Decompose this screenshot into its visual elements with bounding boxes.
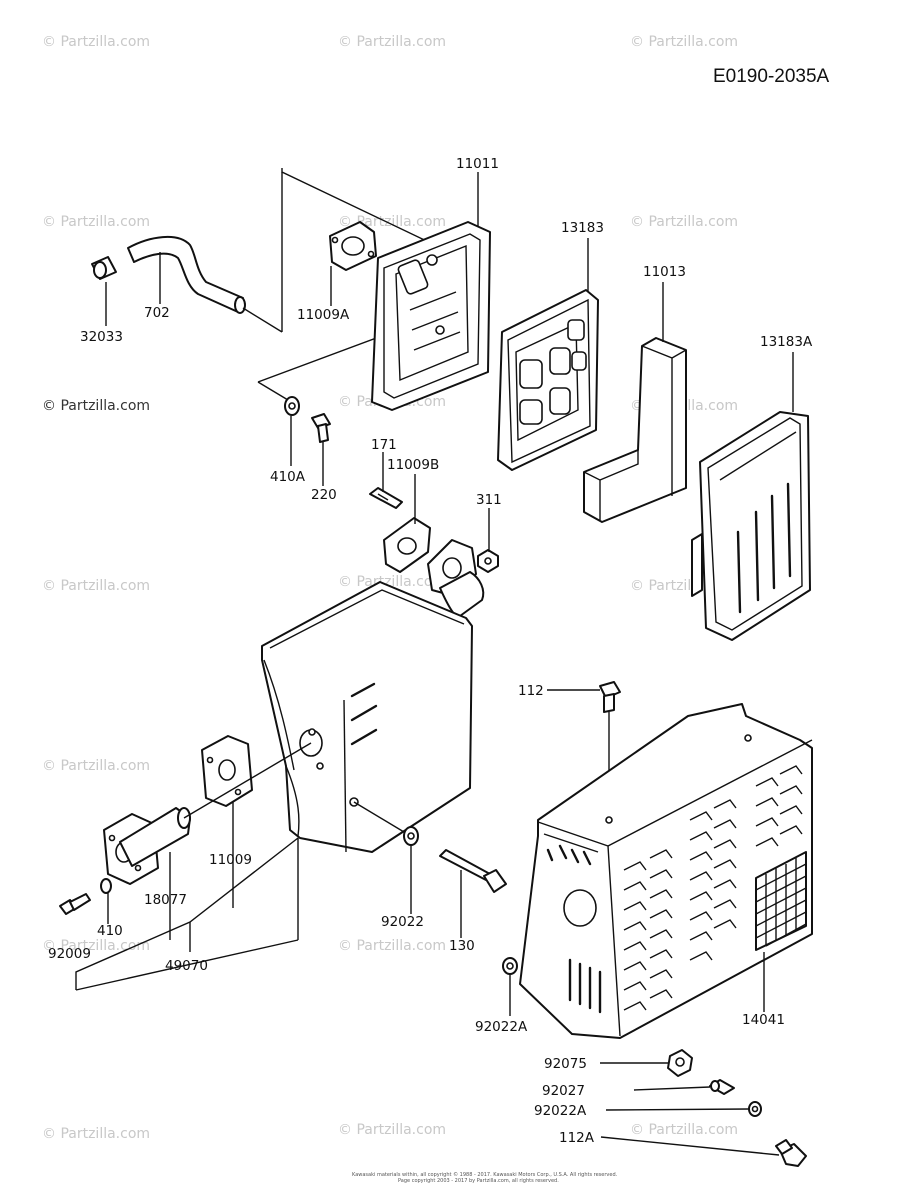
part-label: 410A: [270, 469, 306, 485]
grommet-92075-drawing: [667, 1049, 693, 1077]
washer-92022A-drawing: [502, 957, 518, 975]
collar-92027-drawing: [709, 1079, 735, 1095]
nut-311-drawing: [477, 549, 499, 573]
watermark: © Partzilla.com: [42, 938, 150, 954]
alignment-line: [353, 801, 405, 833]
watermark: © Partzilla.com: [630, 214, 738, 230]
gasket-11009B-drawing: [383, 517, 431, 573]
breather-tube-702-drawing: [127, 235, 246, 314]
gasket-11009A-drawing: [329, 221, 377, 271]
air-cleaner-base-11011-drawing: [371, 221, 491, 411]
watermark: © Partzilla.com: [630, 34, 738, 50]
washer-92022A-lower-drawing: [748, 1101, 762, 1117]
watermark: © Partzilla.com: [338, 574, 446, 590]
tail-pipe-18077-drawing: [103, 807, 191, 885]
air-cleaner-cover-13183A-drawing: [691, 411, 811, 641]
watermark: © Partzilla.com: [42, 214, 150, 230]
part-label: 14041: [742, 1012, 785, 1028]
cap-32033-drawing: [91, 256, 117, 280]
part-label: 11013: [643, 264, 686, 280]
part-label: 702: [144, 305, 170, 321]
part-drawings: [59, 168, 813, 1167]
footer-copyright: Kawasaki materials within, all copyright…: [352, 1171, 618, 1184]
part-label: 171: [371, 437, 397, 453]
foam-element-11013-drawing: [583, 337, 687, 523]
part-label: 410: [97, 923, 123, 939]
part-label: 32033: [80, 329, 123, 345]
part-label: 311: [476, 492, 502, 508]
stud-171-drawing: [369, 487, 403, 509]
part-label: 11011: [456, 156, 499, 172]
washer-410A-drawing: [284, 396, 300, 416]
louver-row: [623, 765, 803, 1011]
part-label: 11009: [209, 852, 252, 868]
watermark: © Partzilla.com: [338, 1122, 446, 1138]
part-label: 13183: [561, 220, 604, 236]
part-label: 92075: [544, 1056, 587, 1072]
watermark: © Partzilla.com: [42, 398, 150, 414]
screw-92009-drawing: [59, 893, 91, 915]
muffler-body-drawing: [261, 581, 473, 853]
watermark: © Partzilla.com: [42, 1126, 150, 1142]
muffler-cover-14041-drawing: [519, 703, 813, 1039]
part-labels: 11011 13183 11013 13183A 32033 702 11009…: [48, 156, 813, 1146]
part-label: 112A: [559, 1130, 595, 1146]
part-label: 92009: [48, 946, 91, 962]
bolt-112A-drawing: [775, 1139, 807, 1167]
gasket-11009-drawing: [201, 735, 253, 807]
part-label: 92022A: [534, 1103, 587, 1119]
part-label: 18077: [144, 892, 187, 908]
leader-lines: [75, 172, 794, 1156]
watermark: © Partzilla.com: [42, 758, 150, 774]
footer-line: Kawasaki materials within, all copyright…: [352, 1171, 618, 1178]
washer-92022-drawing: [403, 826, 419, 846]
alignment-line: [183, 742, 312, 819]
part-label: 92022: [381, 914, 424, 930]
part-label: 13183A: [760, 334, 813, 350]
part-label: 130: [449, 938, 475, 954]
watermark: © Partzilla.com: [42, 578, 150, 594]
part-label: 220: [311, 487, 337, 503]
part-label: 11009A: [297, 307, 350, 323]
bolt-220-drawing: [311, 413, 331, 443]
element-13183-drawing: [497, 289, 599, 471]
part-label: 112: [518, 683, 544, 699]
part-label: 49070: [165, 958, 208, 974]
part-label: 92022A: [475, 1019, 528, 1035]
part-label: 11009B: [387, 457, 439, 473]
watermark: © Partzilla.com: [338, 938, 446, 954]
watermark: © Partzilla.com: [338, 34, 446, 50]
watermark: © Partzilla.com: [630, 1122, 738, 1138]
exhaust-flange-drawing: [427, 539, 485, 618]
mesh-screen: [755, 851, 807, 951]
bolt-130-drawing: [439, 849, 507, 893]
footer-line: Page copyright 2003 - 2017 by Partzilla.…: [398, 1178, 559, 1184]
diagram-code: E0190-2035A: [713, 66, 830, 87]
part-label: 92027: [542, 1083, 585, 1099]
washer-410-drawing: [100, 878, 112, 894]
watermark: © Partzilla.com: [42, 34, 150, 50]
